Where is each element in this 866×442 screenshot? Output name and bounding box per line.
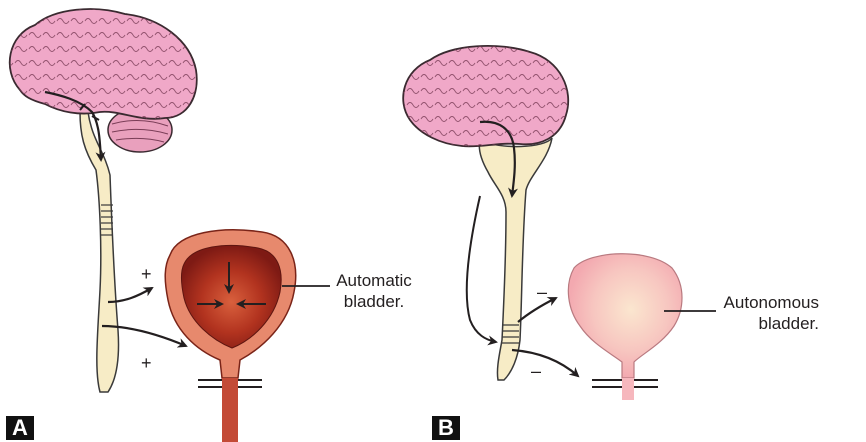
panel-b-figure — [403, 46, 716, 400]
panel-a-figure — [10, 9, 330, 442]
autonomous-bladder-line2: bladder. — [759, 314, 820, 333]
afferent-curve-b — [467, 196, 496, 342]
spinal-cord-a — [80, 112, 119, 392]
automatic-bladder-line1: Automatic — [336, 271, 412, 290]
automatic-bladder-label: Automatic bladder. — [333, 270, 415, 312]
minus-sign-upper-b: – — [537, 283, 547, 301]
bladder-b — [568, 254, 682, 378]
plus-sign-upper-a: + — [141, 265, 152, 283]
panel-tag-b: B — [432, 416, 460, 440]
autonomous-bladder-label: Autonomous bladder. — [719, 292, 819, 334]
reflex-arrow-lower-b — [512, 350, 578, 376]
minus-sign-lower-b: – — [531, 362, 541, 380]
spinal-cord-b — [479, 138, 552, 380]
automatic-bladder-line2: bladder. — [344, 292, 405, 311]
autonomous-bladder-line1: Autonomous — [724, 293, 819, 312]
panel-tag-a: A — [6, 416, 34, 440]
plus-sign-lower-a: + — [141, 354, 152, 372]
